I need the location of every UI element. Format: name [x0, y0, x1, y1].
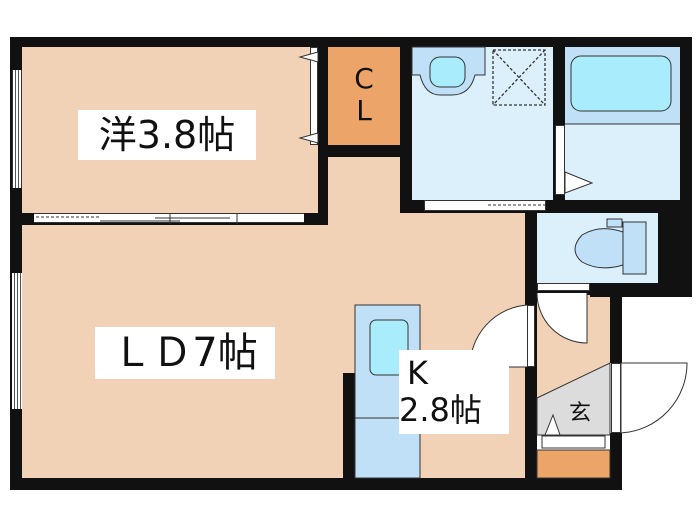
hall-floor	[328, 157, 400, 227]
bathroom-door	[555, 125, 565, 195]
western-room-label: 洋3.8帖	[78, 110, 256, 160]
bathtub-icon	[565, 47, 680, 125]
corridor-floor	[400, 213, 525, 233]
kitchen-label: K 2.8帖	[399, 350, 509, 434]
wall-toilet-right	[658, 200, 692, 297]
washing-machine-space-icon	[492, 49, 546, 106]
kitchen-counter-icon	[354, 304, 421, 479]
kitchen-label-size: 2.8帖	[399, 391, 482, 429]
kitchen-door-opening	[527, 305, 535, 367]
outer-wall-right-bath	[680, 37, 692, 212]
entrance-step	[541, 435, 606, 449]
front-door-swing-icon	[620, 362, 688, 434]
window-western-left	[12, 70, 22, 188]
wall-western-closet	[318, 47, 328, 225]
toilet-icon	[574, 218, 647, 275]
wall-entrance-right-lower	[610, 433, 622, 490]
closet-door	[310, 47, 318, 145]
entrance-floor	[536, 362, 611, 436]
washbasin-icon	[411, 46, 486, 96]
closet	[328, 47, 400, 145]
closet-label-c: C	[354, 61, 374, 95]
entrance-arrow-icon	[544, 413, 561, 436]
outer-wall-bottom	[10, 478, 620, 490]
outer-wall-top	[10, 37, 692, 47]
wall-bath-bottom	[553, 200, 692, 213]
toilet-door-opening	[537, 283, 590, 291]
window-ld-left	[12, 273, 22, 409]
closet-label: C L	[346, 60, 382, 130]
bathroom-door-arrow-icon	[564, 171, 594, 194]
toilet-door-swing-icon	[536, 292, 588, 344]
closet-door-arrow-icon	[298, 51, 319, 144]
kitchen-label-k: K	[407, 354, 428, 393]
closet-label-l: L	[356, 94, 372, 127]
living-dining-label: ＬＤ7帖	[95, 327, 275, 379]
wall-closet-wash	[400, 47, 412, 213]
entrance-label: 玄	[568, 401, 591, 426]
wall-entrance-right-upper	[610, 283, 622, 363]
sliding-door-lines-icon	[36, 213, 238, 224]
wall-closet-bottom	[328, 145, 400, 157]
wall-kitchen-stub	[343, 373, 355, 478]
